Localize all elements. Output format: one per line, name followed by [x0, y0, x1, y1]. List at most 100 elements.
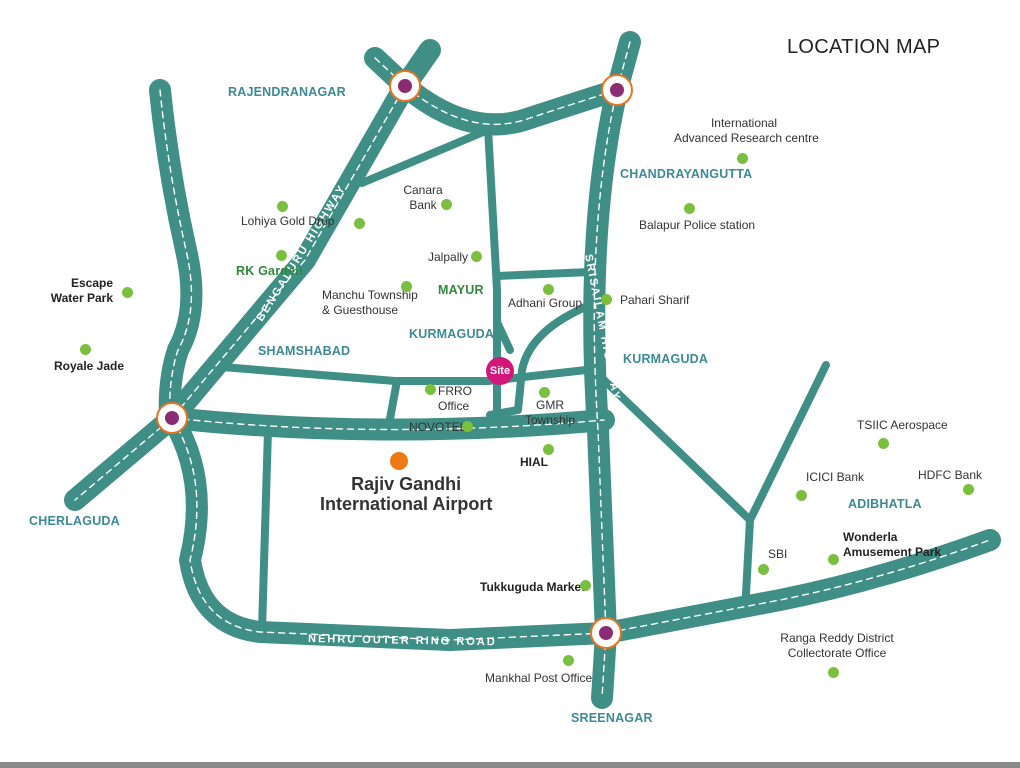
poi-frro: FRRO Office	[438, 384, 472, 414]
poi-canara-line2: Bank	[409, 198, 437, 212]
road-adibhatla	[600, 361, 830, 524]
road-rajendranagar-arc	[394, 75, 628, 136]
poi-balapur: Balapur Police station	[639, 218, 756, 232]
landmark-dot-wonderla	[828, 554, 839, 565]
landmark-dot-tukkuguda	[580, 580, 591, 591]
landmark-dot-lohiya-north	[277, 201, 288, 212]
landmark-dot-royale	[80, 344, 91, 355]
junction-marker-rajendranagar	[389, 70, 421, 102]
landmark-dot-gmr	[539, 387, 550, 398]
landmark-dot-tsiic	[878, 438, 889, 449]
dash-arc	[404, 85, 618, 125]
road-kurmaguda-curve	[486, 301, 594, 419]
road-adhani-cross	[493, 268, 594, 280]
poi-wonderla: Wonderla Amusement Park	[843, 530, 941, 560]
area-shamshabad: SHAMSHABAD	[258, 344, 351, 358]
bottom-divider	[0, 762, 1020, 768]
poi-iarc-line1: International	[710, 116, 778, 130]
landmark-dot-pahari	[601, 294, 612, 305]
poi-tukkuguda: Tukkuguda Market	[480, 580, 586, 594]
poi-canara-bank: Canara Bank	[400, 183, 446, 213]
area-chandrayangutta: CHANDRAYANGUTTA	[620, 167, 753, 181]
poi-mankhal: Mankhal Post Office	[485, 671, 593, 685]
area-rk-garden: RK Garden	[236, 264, 304, 278]
poi-escape: Escape Water Park	[50, 276, 113, 306]
landmark-dot-balapur	[684, 203, 695, 214]
airport-label-line1: Rajiv Gandhi	[351, 474, 462, 494]
map-title: LOCATION MAP	[787, 36, 941, 58]
poi-wonderla-line1: Wonderla	[843, 530, 898, 544]
junction-marker-sreenagar	[590, 617, 622, 649]
airport-label-line2: International Airport	[320, 494, 493, 514]
road-kurmaguda-diag	[493, 318, 514, 354]
poi-sbi: SBI	[768, 547, 788, 561]
minor-roads	[218, 124, 830, 634]
landmark-dot-lohiya	[354, 218, 365, 229]
dash-srisailam	[593, 41, 631, 699]
road-outer-ring	[161, 407, 1001, 651]
dash-airport-road	[171, 417, 605, 431]
junction-marker-shamshabad	[156, 402, 188, 434]
airport-marker	[390, 452, 408, 470]
label-outer-ring-road: NEHRU OUTER RING ROAD	[308, 633, 497, 648]
poi-tsiic: TSIIC Aerospace	[857, 418, 948, 432]
site-marker[interactable]: Site	[486, 357, 514, 385]
poi-frro-line1: FRRO	[438, 384, 472, 398]
poi-manchu-line1: Manchu Township	[322, 288, 418, 302]
area-rajendranagar: RAJENDRANAGAR	[228, 85, 346, 99]
road-rajendranagar-link	[358, 126, 492, 187]
landmark-dot-novotel	[462, 421, 473, 432]
landmark-dot-escape	[122, 287, 133, 298]
dash-cherlaguda	[159, 89, 193, 421]
landmark-dot-manchu	[401, 281, 412, 292]
poi-escape-line1: Escape	[70, 276, 113, 290]
landmark-dot-iarc	[737, 153, 748, 164]
poi-icici: ICICI Bank	[806, 470, 865, 484]
landmark-dot-canara	[441, 199, 452, 210]
poi-adhani: Adhani Group	[508, 296, 583, 310]
poi-rangareddy-line1: Ranga Reddy District	[780, 631, 894, 645]
poi-frro-line2: Office	[438, 399, 470, 413]
landmark-dot-rangareddy	[828, 667, 839, 678]
landmark-dot-sbi	[758, 564, 769, 575]
area-adibhatla: ADIBHATLA	[848, 497, 922, 511]
poi-pahari: Pahari Sharif	[620, 293, 690, 307]
poi-rangareddy-line2: Collectorate Office	[787, 646, 887, 660]
airport-label: Rajiv Gandhi International Airport	[320, 474, 492, 514]
area-kurmaguda-east: KURMAGUDA	[623, 352, 709, 366]
junction-marker-chandrayangutta	[601, 74, 633, 106]
poi-manchu: Manchu Township & Guesthouse	[322, 288, 418, 318]
poi-hial: HIAL	[520, 455, 548, 469]
landmark-dot-adhani	[543, 284, 554, 295]
road-shamshabad-cross	[218, 363, 599, 385]
landmark-dot-icici	[796, 490, 807, 501]
poi-rangareddy: Ranga Reddy District Collectorate Office	[774, 631, 900, 661]
poi-hdfc: HDFC Bank	[918, 468, 983, 482]
landmark-dot-frro	[425, 384, 436, 395]
poi-iarc-line2: Advanced Research centre	[674, 131, 819, 145]
area-cherlaguda: CHERLAGUDA	[29, 514, 120, 528]
poi-escape-line2: Water Park	[50, 291, 113, 305]
landmark-dot-hial	[543, 444, 554, 455]
poi-iarc: International Advanced Research centre	[674, 116, 819, 146]
poi-manchu-line2: & Guesthouse	[322, 303, 399, 317]
road-airport-west	[258, 426, 272, 634]
poi-royale: Royale Jade	[54, 359, 125, 373]
landmark-dot-mankhal	[563, 655, 574, 666]
landmark-dot-jalpally	[471, 251, 482, 262]
junction-markers	[156, 70, 633, 649]
poi-novotel: NOVOTEL	[409, 420, 467, 434]
area-sreenagar: SREENAGAR	[571, 711, 653, 725]
poi-gmr: GMR Township	[520, 398, 580, 428]
poi-wonderla-line2: Amusement Park	[843, 545, 942, 559]
poi-gmr-line1: GMR	[536, 398, 564, 412]
landmark-dot-hdfc	[963, 484, 974, 495]
poi-lohiya: Lohiya Gold Drop	[241, 214, 335, 228]
poi-canara-line1: Canara	[403, 183, 443, 197]
area-kurmaguda-center: KURMAGUDA	[409, 327, 495, 341]
landmark-dot-rk-garden	[276, 250, 287, 261]
poi-jalpally: Jalpally	[428, 250, 469, 264]
area-mayur: MAYUR	[438, 283, 484, 297]
dash-outer-ring	[171, 417, 991, 641]
